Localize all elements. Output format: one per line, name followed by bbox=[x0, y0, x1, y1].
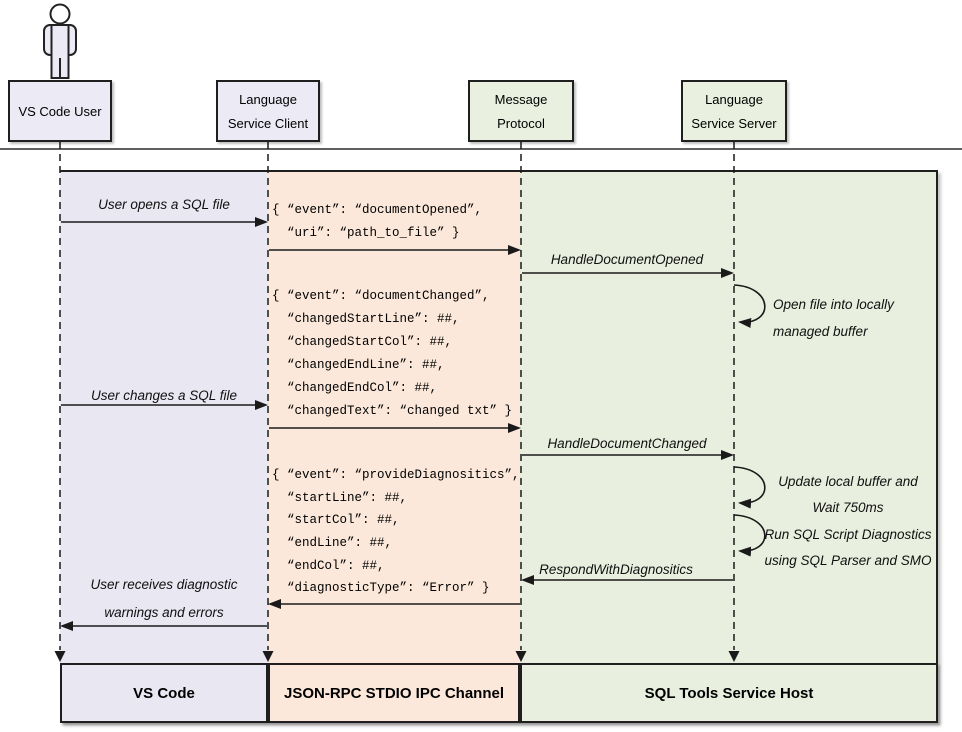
actor-box-message-protocol: Message Protocol bbox=[468, 80, 574, 142]
lane-vscode bbox=[60, 172, 268, 721]
message-label-handle-opened: HandleDocumentOpened bbox=[550, 252, 704, 267]
note-open-file-line2: managed buffer bbox=[773, 324, 868, 339]
payload-line: “uri”: “path_to_file” } bbox=[287, 226, 460, 240]
message-label-handle-changed: HandleDocumentChanged bbox=[547, 436, 707, 451]
payload-line: “changedEndCol”: ##, bbox=[287, 381, 438, 395]
actor-label-line2: Protocol bbox=[497, 115, 545, 131]
user-actor-icon bbox=[43, 3, 77, 79]
payload-line: “changedStartLine”: ##, bbox=[287, 312, 460, 326]
note-update-buffer-line2: Wait 750ms bbox=[812, 500, 884, 515]
actor-label-line1: Language bbox=[705, 91, 763, 107]
message-label-receives-line2: warnings and errors bbox=[104, 605, 224, 620]
note-run-diagnostics-line1: Run SQL Script Diagnostics bbox=[764, 527, 932, 542]
swimlane-area bbox=[60, 170, 938, 723]
payload-line: “changedStartCol”: ##, bbox=[287, 335, 453, 349]
actor-box-language-service-client: Language Service Client bbox=[216, 80, 320, 142]
payload-line: “startCol”: ##, bbox=[287, 513, 400, 528]
payload-line: “endLine”: ##, bbox=[287, 536, 393, 551]
actor-label: VS Code User bbox=[18, 103, 102, 119]
message-label-user-changes: User changes a SQL file bbox=[90, 388, 238, 403]
payload-provide-diagnostics: { “event”: “provideDiagnositics”, “start… bbox=[272, 464, 520, 600]
payload-line: “endCol”: ##, bbox=[287, 558, 385, 573]
note-update-buffer-line1: Update local buffer and bbox=[778, 474, 918, 489]
footer-box-ipc-channel: JSON-RPC STDIO IPC Channel bbox=[268, 663, 520, 723]
message-label-respond: RespondWithDiagnositics bbox=[539, 562, 693, 577]
payload-document-changed: { “event”: “documentChanged”, “changedSt… bbox=[272, 285, 512, 423]
note-run-diagnostics-line2: using SQL Parser and SMO bbox=[764, 553, 932, 568]
footer-label: VS Code bbox=[133, 684, 195, 702]
actor-box-language-service-server: Language Service Server bbox=[681, 80, 787, 142]
payload-line: “changedEndLine”: ##, bbox=[287, 358, 445, 372]
message-label-receives-line1: User receives diagnostic bbox=[90, 577, 238, 592]
message-label-user-opens: User opens a SQL file bbox=[98, 197, 230, 212]
note-open-file-line1: Open file into locally bbox=[773, 297, 894, 312]
footer-box-service-host: SQL Tools Service Host bbox=[520, 663, 938, 723]
payload-line: { “event”: “provideDiagnositics”, bbox=[272, 468, 520, 482]
payload-line: “changedText”: “changed txt” } bbox=[287, 404, 513, 418]
payload-line: “diagnosticType”: “Error” } bbox=[287, 581, 490, 596]
actor-label-line1: Language bbox=[239, 91, 297, 107]
lane-ipc-channel bbox=[268, 172, 520, 721]
actor-label-line1: Message bbox=[494, 91, 548, 107]
actor-label-line2: Service Server bbox=[691, 115, 777, 131]
payload-line: { “event”: “documentOpened”, bbox=[272, 203, 483, 217]
actor-box-vscode-user: VS Code User bbox=[8, 80, 112, 142]
payload-line: “startLine”: ##, bbox=[287, 490, 408, 505]
payload-document-opened: { “event”: “documentOpened”, “uri”: “pat… bbox=[272, 199, 482, 245]
payload-line: { “event”: “documentChanged”, bbox=[272, 289, 490, 303]
footer-label: SQL Tools Service Host bbox=[644, 684, 814, 702]
footer-box-vscode: VS Code bbox=[60, 663, 268, 723]
footer-label: JSON-RPC STDIO IPC Channel bbox=[283, 684, 505, 702]
actor-label-line2: Service Client bbox=[227, 115, 309, 131]
